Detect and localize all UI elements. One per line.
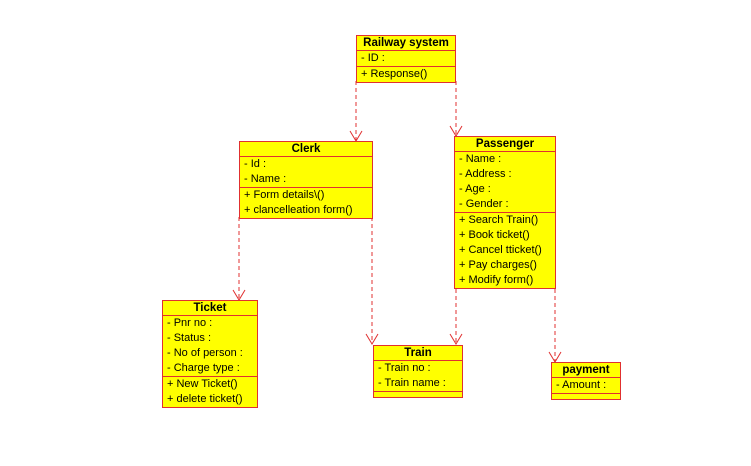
method-row: + Pay charges() xyxy=(459,259,537,271)
method-row: + Search Train() xyxy=(459,214,539,226)
attributes-section: - Amount : xyxy=(552,378,620,394)
methods-section: + Search Train() + Book ticket() + Cance… xyxy=(455,213,555,288)
attributes-section: - Name : - Address : - Age : - Gender : xyxy=(455,152,555,213)
attributes-section: - Id : - Name : xyxy=(240,157,372,188)
attribute-row: - ID : xyxy=(361,52,385,64)
attribute-row: - Pnr no : xyxy=(167,317,213,329)
method-row: + delete ticket() xyxy=(167,393,243,405)
attribute-row: - Amount : xyxy=(556,379,607,391)
methods-section: + Response() xyxy=(357,67,455,82)
methods-section: + Form details\() + clancelleation form(… xyxy=(240,188,372,218)
attribute-row: - Train name : xyxy=(378,377,446,389)
ticket-class[interactable]: Ticket - Pnr no : - Status : - No of per… xyxy=(162,300,258,408)
attribute-row: - Charge type : xyxy=(167,362,240,374)
method-row: + Book ticket() xyxy=(459,229,530,241)
attributes-section: - Pnr no : - Status : - No of person : -… xyxy=(163,316,257,377)
attribute-row: - Train no : xyxy=(378,362,431,374)
attributes-section: - ID : xyxy=(357,51,455,67)
class-title: payment xyxy=(552,363,620,378)
arrowhead-train-right xyxy=(449,333,463,345)
method-row: + Response() xyxy=(361,68,428,80)
railway-system-class[interactable]: Railway system - ID : + Response() xyxy=(356,35,456,83)
attribute-row: - Status : xyxy=(167,332,212,344)
method-row: + clancelleation form() xyxy=(244,204,353,216)
clerk-class[interactable]: Clerk - Id : - Name : + Form details\() … xyxy=(239,141,373,219)
attribute-row: - Id : xyxy=(244,158,267,170)
payment-class[interactable]: payment - Amount : xyxy=(551,362,621,400)
method-row: + Modify form() xyxy=(459,274,534,286)
class-title: Clerk xyxy=(240,142,372,157)
methods-section xyxy=(374,392,462,397)
method-row: + New Ticket() xyxy=(167,378,238,390)
attribute-row: - No of person : xyxy=(167,347,243,359)
class-title: Passenger xyxy=(455,137,555,152)
class-title: Ticket xyxy=(163,301,257,316)
attributes-section: - Train no : - Train name : xyxy=(374,361,462,392)
methods-section xyxy=(552,394,620,399)
class-title: Train xyxy=(374,346,462,361)
arrowhead-train-left xyxy=(365,333,379,345)
methods-section: + New Ticket() + delete ticket() xyxy=(163,377,257,407)
train-class[interactable]: Train - Train no : - Train name : xyxy=(373,345,463,398)
passenger-class[interactable]: Passenger - Name : - Address : - Age : -… xyxy=(454,136,556,289)
method-row: + Form details\() xyxy=(244,189,325,201)
attribute-row: - Age : xyxy=(459,183,491,195)
attribute-row: - Address : xyxy=(459,168,512,180)
method-row: + Cancel tticket() xyxy=(459,244,542,256)
class-title: Railway system xyxy=(357,36,455,51)
attribute-row: - Gender : xyxy=(459,198,509,210)
attribute-row: - Name : xyxy=(459,153,502,165)
attribute-row: - Name : xyxy=(244,173,287,185)
